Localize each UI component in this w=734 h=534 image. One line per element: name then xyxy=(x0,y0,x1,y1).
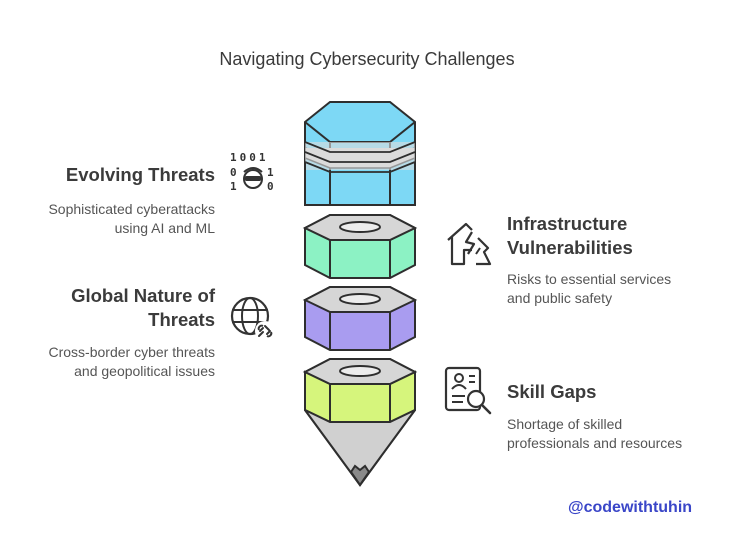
heading-evolving-threats: Evolving Threats xyxy=(65,164,215,185)
eraser-segment xyxy=(304,101,416,206)
binary-text: 1001 xyxy=(230,151,269,164)
heading-global-nature: Global Nature of Threats xyxy=(20,284,215,332)
desc-line: and public safety xyxy=(507,290,613,306)
desc-line: using AI and ML xyxy=(114,220,215,236)
heading-line: Threats xyxy=(148,309,215,330)
desc-evolving-threats: Sophisticated cyberattacks using AI and … xyxy=(20,200,215,238)
heading-skill-gaps: Skill Gaps xyxy=(507,381,597,402)
desc-line: Risks to essential services xyxy=(507,271,672,287)
heading-infrastructure: Infrastructure Vulnerabilities xyxy=(507,212,707,260)
desc-line: and geopolitical issues xyxy=(74,363,215,379)
heading-line: Vulnerabilities xyxy=(507,237,633,258)
binary-digit: 1 xyxy=(267,166,274,179)
heading-line: Global Nature of xyxy=(71,285,215,306)
desc-line: Cross-border cyber threats xyxy=(48,344,215,360)
pencil-segment-green xyxy=(302,214,418,279)
resume-search-icon xyxy=(444,366,492,415)
binary-digit: 0 xyxy=(267,180,274,193)
globe-broken-link-icon xyxy=(230,296,275,341)
binary-digit: 1 xyxy=(230,180,237,193)
desc-global-nature: Cross-border cyber threats and geopoliti… xyxy=(20,343,215,381)
watermark: @codewithtuhin xyxy=(568,499,693,516)
diagram-title: Navigating Cybersecurity Challenges xyxy=(219,49,515,69)
pencil-segment-lime xyxy=(302,358,418,487)
desc-line: Sophisticated cyberattacks xyxy=(48,201,215,217)
desc-line: Shortage of skilled xyxy=(507,416,623,432)
heading-line: Infrastructure xyxy=(507,213,628,234)
broken-house-icon xyxy=(447,222,492,266)
desc-line: professionals and resources xyxy=(507,435,683,451)
binary-digit: 0 xyxy=(230,166,237,179)
binary-hacker-icon: 1001 0 1 1 0 xyxy=(230,151,274,193)
pencil-segment-purple xyxy=(302,286,418,351)
desc-infrastructure: Risks to essential services and public s… xyxy=(507,270,717,308)
desc-skill-gaps: Shortage of skilled professionals and re… xyxy=(507,415,722,453)
